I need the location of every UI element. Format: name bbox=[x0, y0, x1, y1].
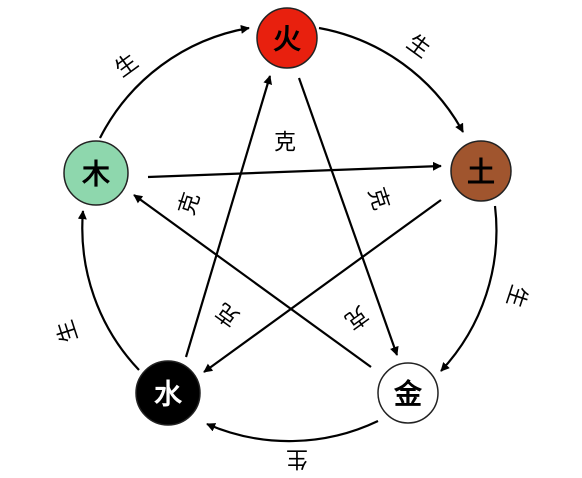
star-water-fire bbox=[184, 75, 272, 358]
node-earth-circle bbox=[450, 140, 512, 202]
generating-label-water-wood: 生 bbox=[53, 317, 84, 346]
node-fire-circle bbox=[256, 7, 318, 69]
node-water-circle bbox=[135, 360, 201, 426]
node-earth: 土 bbox=[450, 140, 512, 202]
node-wood-label: 木 bbox=[81, 158, 110, 191]
controlling-label-metal-wood: 克 bbox=[340, 300, 373, 333]
generating-cycle: 生 生 生 生 生 bbox=[53, 24, 532, 471]
controlling-label-fire-metal: 克 bbox=[363, 185, 394, 214]
arc-wood-fire bbox=[99, 24, 250, 139]
generating-label-metal-water: 生 bbox=[286, 446, 308, 471]
generating-label-wood-fire: 生 bbox=[111, 49, 144, 82]
star-metal-wood bbox=[133, 194, 372, 368]
node-water-label: 水 bbox=[154, 378, 183, 411]
node-metal: 金 bbox=[377, 362, 439, 424]
node-wood-circle bbox=[63, 140, 129, 206]
star-wood-earth bbox=[147, 161, 442, 179]
arc-earth-metal bbox=[440, 205, 498, 372]
arc-metal-water bbox=[206, 420, 379, 443]
node-metal-label: 金 bbox=[393, 378, 423, 411]
controlling-label-earth-water: 克 bbox=[212, 297, 245, 330]
generating-label-earth-metal: 生 bbox=[501, 282, 532, 311]
controlling-cycle: 克 克 克 克 克 bbox=[133, 75, 442, 373]
node-water: 水 bbox=[135, 360, 201, 426]
node-earth-label: 土 bbox=[467, 156, 495, 189]
node-fire-label: 火 bbox=[273, 23, 301, 56]
generating-label-fire-earth: 生 bbox=[402, 30, 435, 63]
star-earth-water bbox=[203, 199, 442, 373]
node-metal-circle bbox=[377, 362, 439, 424]
arc-water-wood bbox=[77, 210, 140, 371]
controlling-label-wood-earth: 克 bbox=[175, 190, 206, 219]
node-fire: 火 bbox=[256, 7, 318, 69]
element-nodes: 火 土 金 水 木 bbox=[63, 7, 512, 426]
arc-fire-earth bbox=[318, 26, 464, 133]
node-wood: 木 bbox=[63, 140, 129, 206]
controlling-label-water-fire: 克 bbox=[274, 131, 296, 156]
star-fire-metal bbox=[297, 77, 399, 356]
